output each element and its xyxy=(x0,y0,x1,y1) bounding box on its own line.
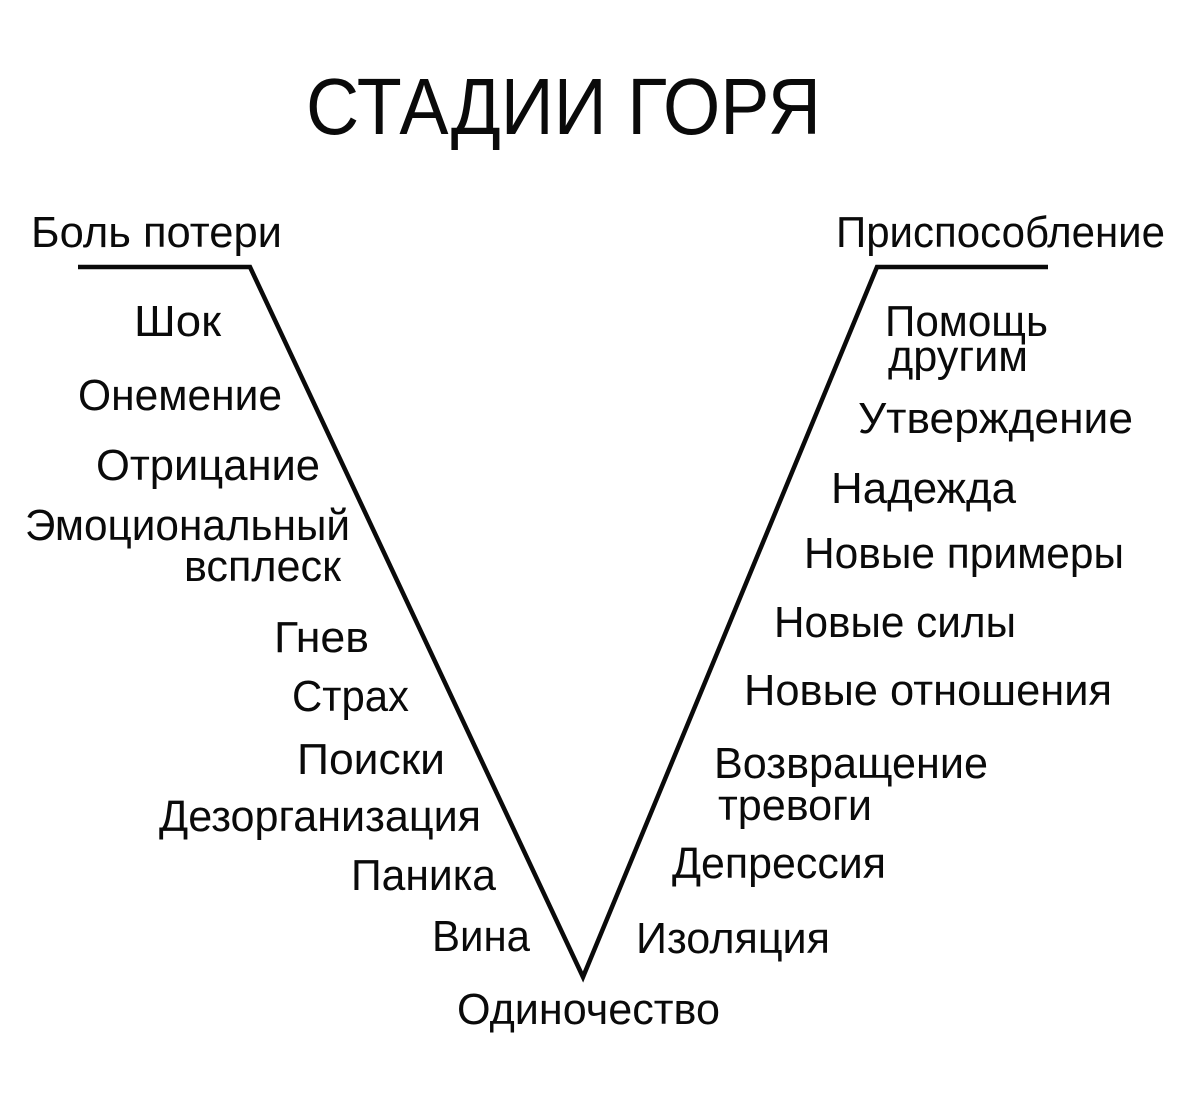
svg-text:другим: другим xyxy=(888,332,1028,381)
svg-text:Возвращение: Возвращение xyxy=(714,739,988,788)
svg-text:Онемение: Онемение xyxy=(78,371,282,420)
svg-text:Помощь: Помощь xyxy=(885,297,1048,346)
svg-text:Паника: Паника xyxy=(351,851,497,900)
svg-text:Изоляция: Изоляция xyxy=(636,914,830,963)
svg-text:Надежда: Надежда xyxy=(831,464,1017,513)
svg-text:Одиночество: Одиночество xyxy=(457,985,720,1034)
svg-text:Поиски: Поиски xyxy=(297,735,445,784)
svg-text:Гнев: Гнев xyxy=(274,613,369,662)
svg-text:Дезорганизация: Дезорганизация xyxy=(159,792,481,841)
svg-text:Эмоциональный: Эмоциональный xyxy=(25,501,350,550)
svg-text:всплеск: всплеск xyxy=(184,542,342,591)
svg-text:Новые примеры: Новые примеры xyxy=(804,529,1124,578)
svg-text:Утверждение: Утверждение xyxy=(858,394,1133,443)
svg-text:тревоги: тревоги xyxy=(718,781,872,830)
svg-text:Отрицание: Отрицание xyxy=(96,441,320,490)
svg-text:Новые силы: Новые силы xyxy=(774,598,1016,647)
svg-text:СТАДИИ ГОРЯ: СТАДИИ ГОРЯ xyxy=(306,62,821,151)
svg-text:Боль потери: Боль потери xyxy=(31,208,282,257)
svg-text:Депрессия: Депрессия xyxy=(672,839,886,888)
svg-text:Шок: Шок xyxy=(134,297,222,346)
svg-text:Вина: Вина xyxy=(432,912,530,961)
svg-text:Страх: Страх xyxy=(292,672,409,721)
svg-text:Новые отношения: Новые отношения xyxy=(744,666,1112,715)
svg-text:Приспособление: Приспособление xyxy=(836,208,1165,257)
